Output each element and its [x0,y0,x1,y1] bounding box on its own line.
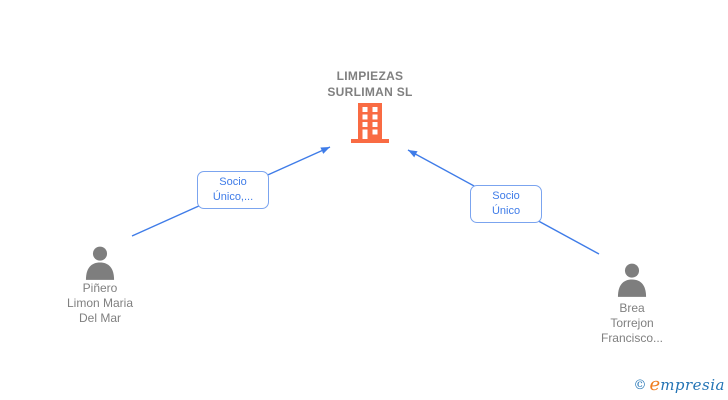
relation-badge-right[interactable]: Socio Único [470,185,542,223]
building-icon [351,103,389,143]
shareholder-name-line: Brea [619,301,645,315]
shareholder-name-line: Del Mar [78,311,121,325]
shareholder-name-line: Piñero [82,281,118,295]
shareholder-name-line: Francisco... [600,331,663,345]
person-icon [85,246,115,280]
company-name: LIMPIEZAS SURLIMAN SL [260,68,480,100]
shareholder-node-left[interactable] [85,245,115,281]
person-icon [617,263,647,297]
shareholder-name-line: Torrejon [610,316,654,330]
logo-letter-e: e [649,374,661,395]
shareholder-name-line: Limon Maria [66,296,134,310]
company-name-line1: LIMPIEZAS [336,69,404,83]
empresia-logo: ©empresia [634,374,725,395]
copyright-icon: © [633,378,647,393]
logo-text: mpresia [660,376,725,394]
relation-badge-left[interactable]: Socio Único,... [197,171,269,209]
shareholder-name-right: Brea Torrejon Francisco... [562,301,702,346]
shareholder-name-left: Piñero Limon Maria Del Mar [30,281,170,326]
company-name-line2: SURLIMAN SL [327,85,413,99]
company-node[interactable] [351,103,389,143]
shareholder-node-right[interactable] [617,262,647,298]
